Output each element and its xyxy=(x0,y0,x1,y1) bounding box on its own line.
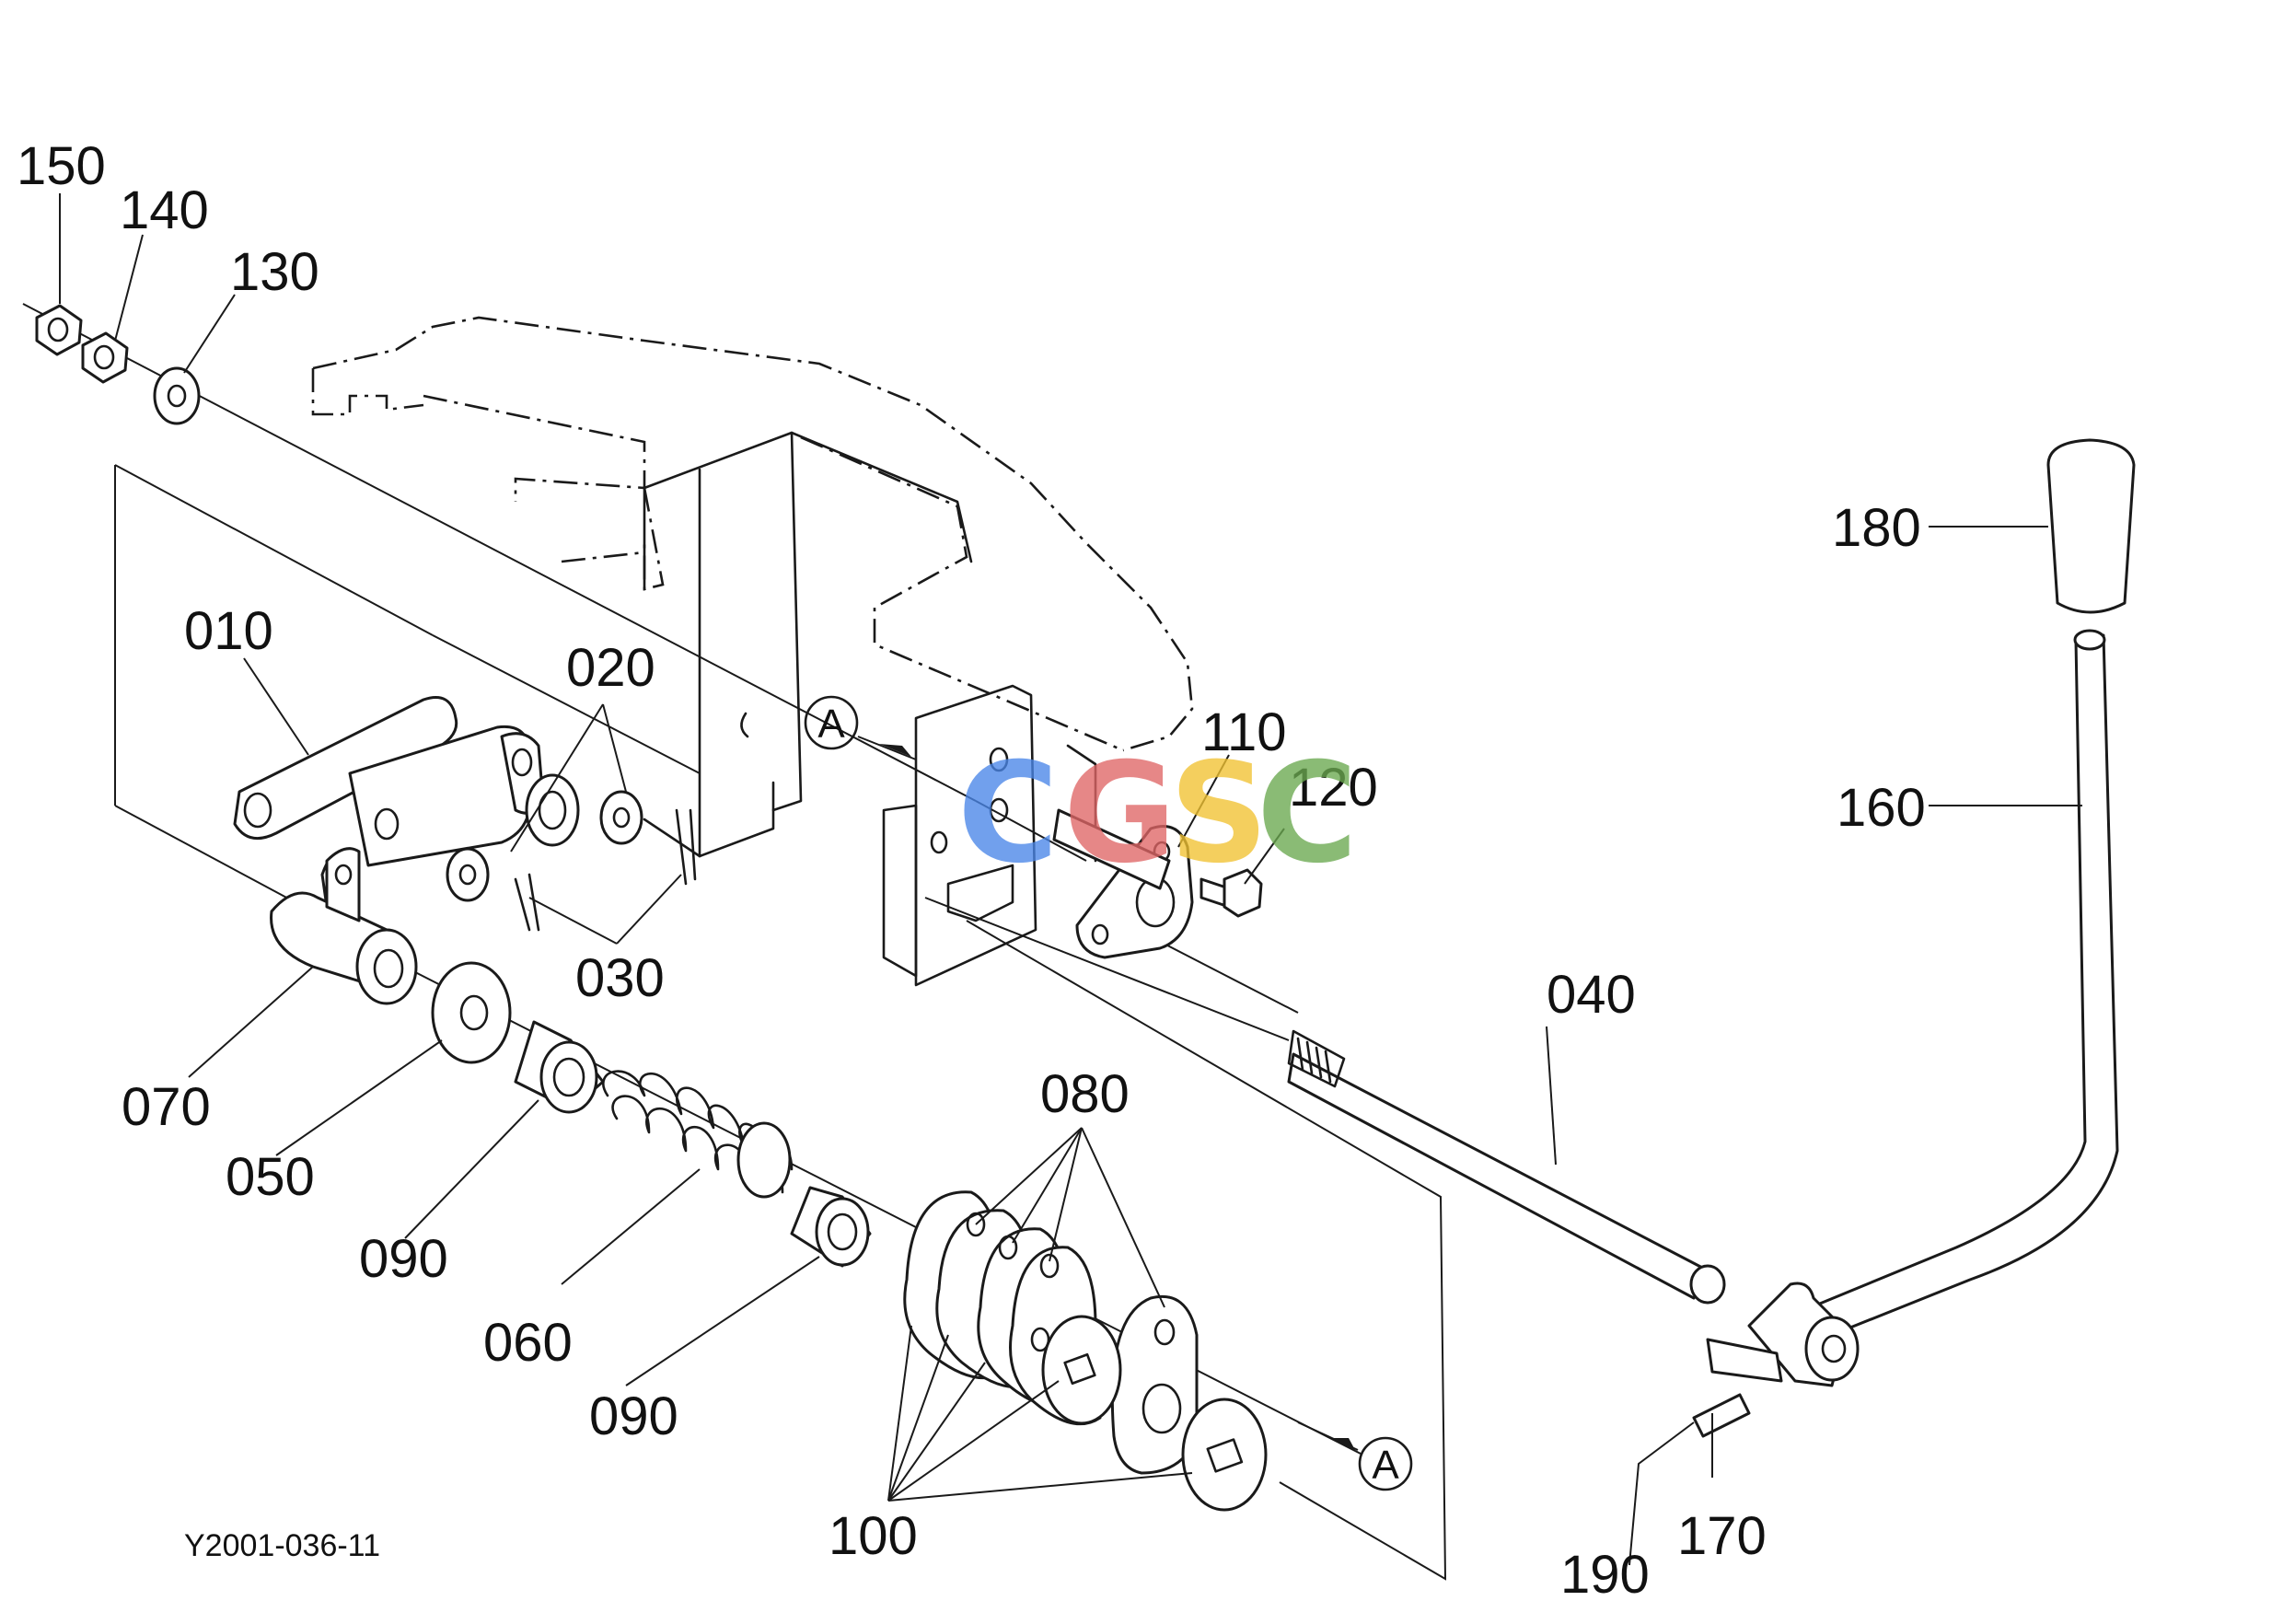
label-050: 050 xyxy=(226,1147,315,1207)
collar-090-lower xyxy=(790,1186,872,1268)
marker-a-top: A xyxy=(817,702,845,747)
label-120: 120 xyxy=(1289,758,1378,818)
drawing-code: Y2001-036-11 xyxy=(184,1528,380,1563)
nut-150 xyxy=(35,304,83,356)
section-marker-bottom: A xyxy=(1297,1421,1413,1491)
label-040: 040 xyxy=(1547,965,1636,1025)
label-130: 130 xyxy=(230,242,319,302)
right-bracket xyxy=(882,684,1097,987)
section-marker-top: A xyxy=(804,695,917,760)
boss-070 xyxy=(270,847,418,1005)
watermark-letter: S xyxy=(1169,734,1269,894)
frame-outline xyxy=(114,464,1447,1581)
knob-180 xyxy=(2046,438,2136,614)
label-090-upper: 090 xyxy=(359,1229,448,1289)
lever-hub xyxy=(1706,1282,1860,1387)
callout-labels: 150 140 130 010 020 030 040 070 050 090 … xyxy=(17,136,1926,1605)
pin-170 xyxy=(1692,1393,1751,1438)
nut-140 xyxy=(81,331,129,384)
label-030: 030 xyxy=(575,948,665,1008)
label-170: 170 xyxy=(1677,1506,1767,1566)
shaft-040 xyxy=(1287,1029,1726,1305)
watermark: C G S C xyxy=(957,734,1358,894)
leader-lines xyxy=(59,193,2082,1566)
support-plate xyxy=(643,431,973,858)
lever-160 xyxy=(1798,629,2119,1346)
collar-090-upper xyxy=(514,1020,605,1114)
plate-110 xyxy=(1052,808,1194,959)
label-070: 070 xyxy=(122,1077,211,1137)
label-020: 020 xyxy=(566,638,655,698)
watermark-letter: C xyxy=(1257,734,1358,894)
label-190: 190 xyxy=(1560,1545,1650,1605)
bolt-120 xyxy=(1199,868,1263,918)
washer-130 xyxy=(153,366,201,425)
plates-080 xyxy=(903,1190,1199,1475)
label-080: 080 xyxy=(1040,1064,1130,1124)
label-010: 010 xyxy=(184,601,273,661)
label-060: 060 xyxy=(483,1313,573,1373)
spring-060 xyxy=(602,1070,794,1199)
watermark-letter: C xyxy=(957,734,1059,894)
washer-020 xyxy=(446,790,643,902)
marker-a-bottom: A xyxy=(1372,1443,1399,1488)
washers-100 xyxy=(1041,1315,1268,1512)
label-160: 160 xyxy=(1837,778,1926,838)
label-140: 140 xyxy=(120,180,209,240)
label-150: 150 xyxy=(17,136,106,196)
label-090-lower: 090 xyxy=(589,1386,678,1446)
washer-050 xyxy=(431,961,512,1064)
cotter-pin-030 xyxy=(514,808,697,932)
label-100: 100 xyxy=(829,1506,918,1566)
label-110: 110 xyxy=(1201,702,1286,762)
watermark-letter: G xyxy=(1063,734,1176,894)
label-180: 180 xyxy=(1832,498,1921,558)
